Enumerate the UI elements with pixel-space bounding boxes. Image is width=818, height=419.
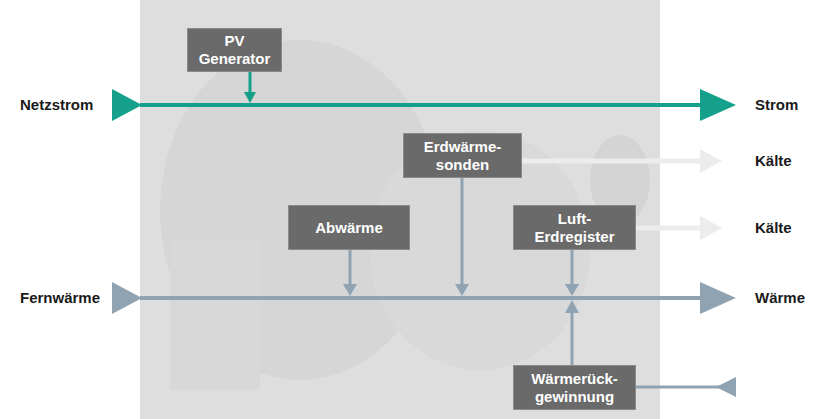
box-label: Erdwärme- sonden	[415, 138, 510, 174]
process-box: Luft- Erdregister	[513, 205, 636, 250]
box-label: PV Generator	[195, 32, 275, 68]
process-box: Wärmerück- gewinnung	[513, 365, 636, 410]
flow-label: Kälte	[755, 152, 792, 170]
flow-label: Netzstrom	[20, 96, 93, 114]
box-label: Wärmerück- gewinnung	[522, 370, 627, 406]
flow-label: Kälte	[755, 219, 792, 237]
process-box: Erdwärme- sonden	[403, 133, 522, 178]
flow-label: Wärme	[755, 289, 805, 307]
box-label: Abwärme	[294, 219, 404, 237]
flow-label: Strom	[755, 96, 798, 114]
flow-label: Fernwärme	[20, 289, 100, 307]
power-line	[112, 72, 736, 121]
heat-line	[112, 178, 736, 397]
box-label: Luft- Erdregister	[525, 210, 625, 246]
process-box: Abwärme	[288, 205, 410, 250]
photo-ghost	[160, 40, 650, 390]
photo-panel	[140, 0, 660, 419]
process-box: PV Generator	[187, 28, 282, 72]
